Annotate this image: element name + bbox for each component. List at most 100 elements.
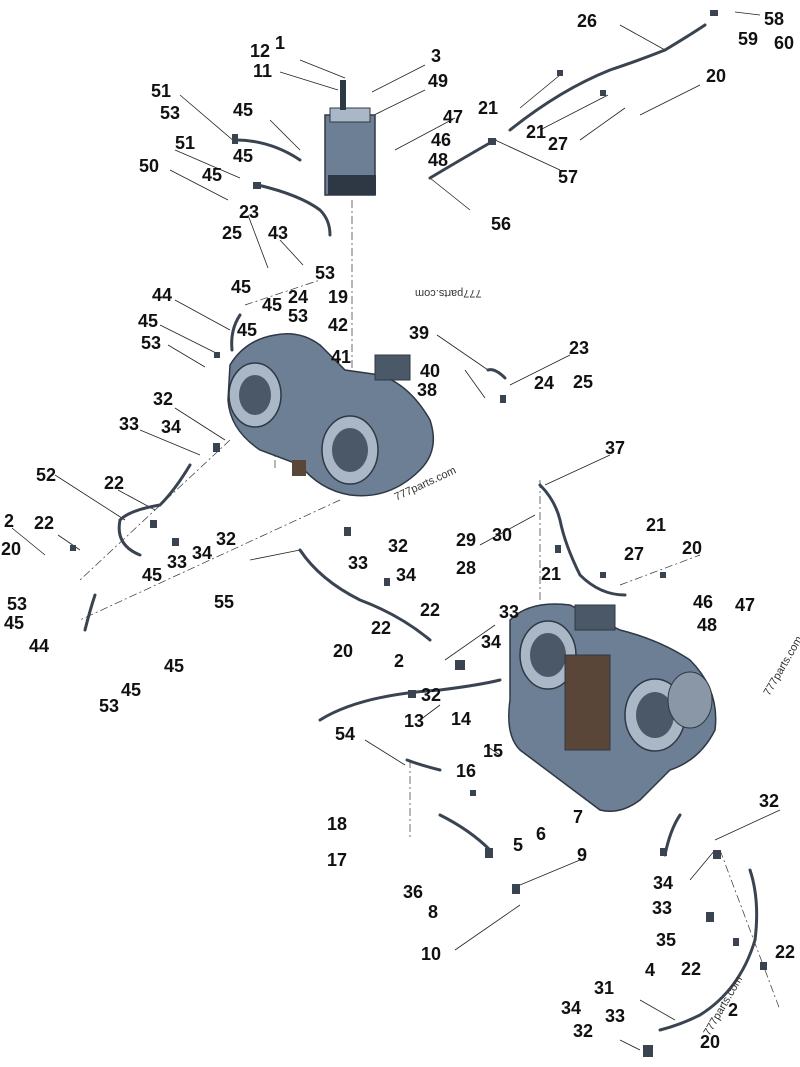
callout-32: 32	[153, 389, 174, 409]
callout-49: 49	[428, 71, 449, 91]
callout-18: 18	[327, 814, 348, 834]
callout-33: 33	[499, 602, 520, 622]
callout-32: 32	[421, 685, 442, 705]
callout-45: 45	[138, 311, 159, 331]
watermark: 777parts.com	[415, 287, 482, 299]
callout-6: 6	[536, 824, 547, 844]
callout-34: 34	[192, 543, 213, 563]
callout-30: 30	[492, 525, 513, 545]
callout-34: 34	[481, 632, 502, 652]
callout-58: 58	[764, 9, 785, 29]
callout-53: 53	[141, 333, 162, 353]
callout-2: 2	[4, 511, 15, 531]
callout-25: 25	[573, 372, 594, 392]
callout-55: 55	[214, 592, 235, 612]
callout-31: 31	[594, 978, 615, 998]
callout-2: 2	[394, 651, 405, 671]
callout-50: 50	[139, 156, 160, 176]
lower-pump-assembly	[508, 603, 717, 812]
callout-53: 53	[7, 594, 28, 614]
callout-45: 45	[202, 165, 223, 185]
callout-20: 20	[1, 539, 22, 559]
callout-41: 41	[331, 347, 352, 367]
callout-23: 23	[239, 202, 260, 222]
callout-26: 26	[577, 11, 598, 31]
callout-34: 34	[561, 998, 582, 1018]
callout-51: 51	[175, 133, 196, 153]
callout-9: 9	[577, 845, 588, 865]
callout-39: 39	[409, 323, 430, 343]
callout-35: 35	[656, 930, 677, 950]
callout-52: 52	[36, 465, 57, 485]
callout-47: 47	[443, 107, 464, 127]
callout-45: 45	[233, 100, 254, 120]
callout-44: 44	[152, 285, 173, 305]
callout-5: 5	[513, 835, 524, 855]
callout-25: 25	[222, 223, 243, 243]
callout-21: 21	[541, 564, 562, 584]
callout-54: 54	[335, 724, 356, 744]
callout-48: 48	[697, 615, 718, 635]
callout-3: 3	[431, 46, 442, 66]
callout-34: 34	[396, 565, 417, 585]
callout-21: 21	[646, 515, 667, 535]
callout-7: 7	[573, 807, 584, 827]
callout-40: 40	[420, 361, 441, 381]
callout-60: 60	[774, 33, 795, 53]
upper-housing	[324, 80, 376, 196]
callout-47: 47	[735, 595, 756, 615]
callout-16: 16	[456, 761, 477, 781]
callout-22: 22	[775, 942, 796, 962]
callout-32: 32	[388, 536, 409, 556]
callout-22: 22	[420, 600, 441, 620]
callout-44: 44	[29, 636, 50, 656]
callout-21: 21	[526, 122, 547, 142]
callout-8: 8	[428, 902, 439, 922]
callout-57: 57	[558, 167, 579, 187]
callout-37: 37	[605, 438, 626, 458]
upper-pump-assembly	[227, 333, 435, 497]
callout-22: 22	[34, 513, 55, 533]
callout-36: 36	[403, 882, 424, 902]
callout-4: 4	[645, 960, 656, 980]
callout-33: 33	[119, 414, 140, 434]
callout-45: 45	[237, 320, 258, 340]
callout-15: 15	[483, 741, 504, 761]
callout-45: 45	[121, 680, 142, 700]
callout-1: 1	[275, 33, 286, 53]
callout-24: 24	[534, 373, 555, 393]
callout-33: 33	[348, 553, 369, 573]
callout-28: 28	[456, 558, 477, 578]
callout-14: 14	[451, 709, 472, 729]
callout-32: 32	[216, 529, 237, 549]
callout-23: 23	[569, 338, 590, 358]
callout-27: 27	[624, 544, 645, 564]
callout-24: 24	[288, 287, 309, 307]
callout-45: 45	[4, 613, 25, 633]
callout-43: 43	[268, 223, 289, 243]
callout-2: 2	[728, 1000, 739, 1020]
callout-32: 32	[573, 1021, 594, 1041]
callout-45: 45	[231, 277, 252, 297]
callout-56: 56	[491, 214, 512, 234]
callout-42: 42	[328, 315, 349, 335]
callout-51: 51	[151, 81, 172, 101]
callout-27: 27	[548, 134, 569, 154]
small-fittings	[70, 10, 767, 1057]
callout-46: 46	[693, 592, 714, 612]
callout-29: 29	[456, 530, 477, 550]
callout-32: 32	[759, 791, 780, 811]
callout-53: 53	[99, 696, 120, 716]
callout-33: 33	[167, 552, 188, 572]
callout-53: 53	[160, 103, 181, 123]
callout-45: 45	[164, 656, 185, 676]
callout-59: 59	[738, 29, 759, 49]
callout-22: 22	[371, 618, 392, 638]
callout-34: 34	[161, 417, 182, 437]
callout-48: 48	[428, 150, 449, 170]
callout-11: 11	[253, 61, 273, 81]
callout-33: 33	[652, 898, 673, 918]
callout-12: 12	[250, 41, 271, 61]
